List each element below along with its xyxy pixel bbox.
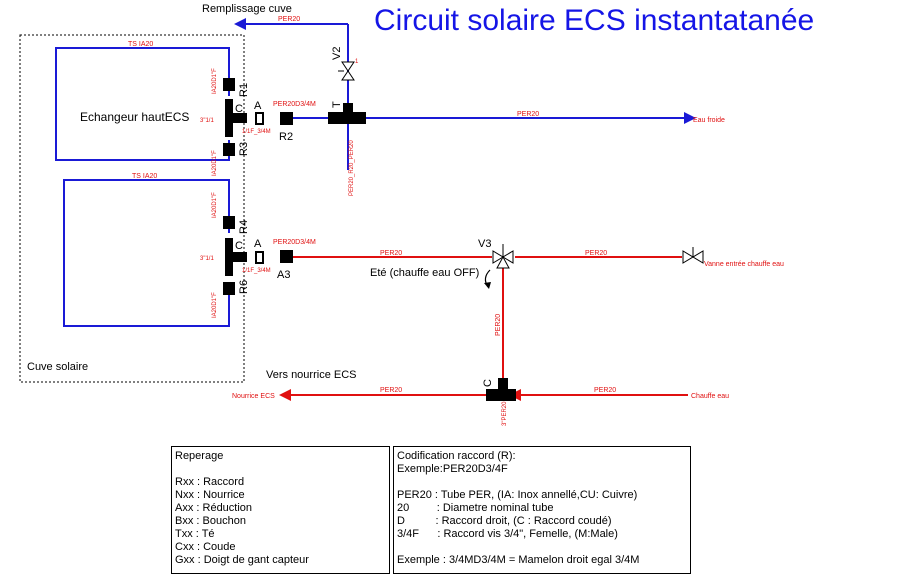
blue-loop-bottom bbox=[63, 179, 230, 327]
label-ts-bottom: TS IA20 bbox=[132, 173, 157, 180]
legend-right-line: 3/4F : Raccord vis 3/4", Femelle, (M:Mal… bbox=[397, 528, 618, 540]
label-per20-hot2: PER20 bbox=[585, 250, 607, 257]
fitting-a-lower bbox=[255, 251, 264, 264]
fitting-c-body bbox=[486, 389, 516, 401]
label-vanne-entree: Vanne entrée chauffe eau bbox=[704, 261, 784, 268]
label-r3: R3 bbox=[238, 142, 250, 156]
label-a-lower: A bbox=[254, 238, 262, 250]
fitting-tee-upper-arm bbox=[233, 113, 247, 123]
legend-left-line: Nxx : Nourrice bbox=[175, 489, 245, 501]
legend-left-line: Rxx : Raccord bbox=[175, 476, 245, 488]
label-per20-bottom-right: PER20 bbox=[594, 387, 616, 394]
fitting-r6 bbox=[223, 282, 235, 295]
label-v3: V3 bbox=[478, 238, 491, 250]
label-chauffe-eau: Chauffe eau bbox=[691, 393, 729, 400]
fitting-tee-upper bbox=[225, 99, 233, 137]
fitting-t-stem bbox=[343, 103, 353, 112]
legend-left-line: Cxx : Coude bbox=[175, 541, 236, 553]
label-per20-vertical: PER20 bbox=[495, 314, 502, 336]
legend-left-line: Reperage bbox=[175, 450, 224, 462]
label-ts-top: TS IA20 bbox=[128, 41, 153, 48]
label-c-bottom: C bbox=[482, 379, 494, 387]
label-r2: R2 bbox=[279, 131, 293, 143]
label-a-upper: A bbox=[254, 100, 262, 112]
legend-right-line: Exemple : 3/4MD3/4M = Mamelon droit egal… bbox=[397, 554, 640, 566]
label-vers-nourrice: Vers nourrice ECS bbox=[266, 369, 356, 381]
label-3per20: 3"PER20 bbox=[502, 401, 508, 426]
legend-right-line bbox=[397, 541, 690, 554]
label-nourrice-ecs: Nourrice ECS bbox=[232, 393, 275, 400]
legend-right-line bbox=[397, 476, 690, 489]
label-r6: R6 bbox=[238, 280, 250, 294]
label-eau-froide: Eau froide bbox=[693, 117, 725, 124]
legend-left-line: Axx : Réduction bbox=[175, 502, 253, 514]
fitting-r2 bbox=[280, 112, 293, 125]
blue-loop-top bbox=[55, 47, 230, 161]
label-c-lower: C bbox=[235, 240, 243, 252]
label-r1: R1 bbox=[238, 83, 250, 97]
fitting-r4 bbox=[223, 216, 235, 229]
label-cuve: Cuve solaire bbox=[27, 361, 88, 373]
label-r4: R4 bbox=[238, 220, 250, 234]
label-per20-r20: PER20_R20_PER20 bbox=[349, 140, 355, 196]
legend-right-line: Codification raccord (R): bbox=[397, 450, 516, 462]
label-t: T bbox=[331, 101, 343, 108]
fitting-tee-lower bbox=[225, 238, 233, 276]
label-echangeur: Echangeur hautECS bbox=[80, 110, 189, 124]
fitting-tee-lower-arm bbox=[233, 252, 247, 262]
label-c-upper: C bbox=[235, 103, 243, 115]
fitting-r1 bbox=[223, 78, 235, 91]
fitting-c-stem bbox=[498, 378, 508, 389]
label-ia-r6: IA20D1"F bbox=[212, 292, 218, 318]
label-per20d3-lower: PER20D3/4M bbox=[273, 239, 316, 246]
label-f1-lower: 1/1F_3/4M bbox=[242, 268, 271, 274]
legend-right-line: Exemple:PER20D3/4F bbox=[397, 463, 508, 475]
valve-v3-branch bbox=[496, 255, 510, 269]
legend-right-line: D : Raccord droit, (C : Raccord coudé) bbox=[397, 515, 612, 527]
ete-arrow-head bbox=[484, 282, 491, 289]
label-v2: V2 bbox=[331, 47, 343, 60]
label-c31-upper: 3"1/1 bbox=[200, 118, 214, 124]
valve-v2 bbox=[341, 61, 355, 81]
page-title: Circuit solaire ECS instantatanée bbox=[374, 4, 815, 37]
label-remplissage: Remplissage cuve bbox=[202, 3, 292, 15]
label-v2-small: 1 bbox=[355, 59, 359, 65]
legend-left-line: Txx : Té bbox=[175, 528, 215, 540]
label-per20-hot1: PER20 bbox=[380, 250, 402, 257]
legend-codification: Codification raccord (R):Exemple:PER20D3… bbox=[393, 446, 691, 574]
legend-right-line: 20 : Diametre nominal tube bbox=[397, 502, 554, 514]
legend-left-line bbox=[175, 463, 389, 476]
fitting-r3 bbox=[223, 143, 235, 156]
label-ia-r4: IA20D1"F bbox=[212, 192, 218, 218]
fitting-a-upper bbox=[255, 112, 264, 125]
cuve-solaire-outline bbox=[19, 34, 245, 383]
legend-left-line: Bxx : Bouchon bbox=[175, 515, 246, 527]
label-ia-r1: IA20D1"F bbox=[212, 68, 218, 94]
label-a3: A3 bbox=[277, 269, 290, 281]
label-per20-cold: PER20 bbox=[517, 111, 539, 118]
legend-right-line: PER20 : Tube PER, (IA: Inox annellé,CU: … bbox=[397, 489, 638, 501]
label-c31-lower: 3"1/1 bbox=[200, 256, 214, 262]
fitting-t-body bbox=[328, 112, 366, 124]
label-f1-upper: 1/1F_3/4M bbox=[242, 129, 271, 135]
label-per20-top: PER20 bbox=[278, 16, 300, 23]
label-per20-bottom-left: PER20 bbox=[380, 387, 402, 394]
label-per20d3-upper: PER20D3/4M bbox=[273, 101, 316, 108]
fitting-a3 bbox=[280, 250, 293, 263]
label-ia-r3: IA20D1"F bbox=[212, 150, 218, 176]
legend-left-line: Gxx : Doigt de gant capteur bbox=[175, 554, 309, 566]
label-ete: Eté (chauffe eau OFF) bbox=[370, 267, 479, 279]
